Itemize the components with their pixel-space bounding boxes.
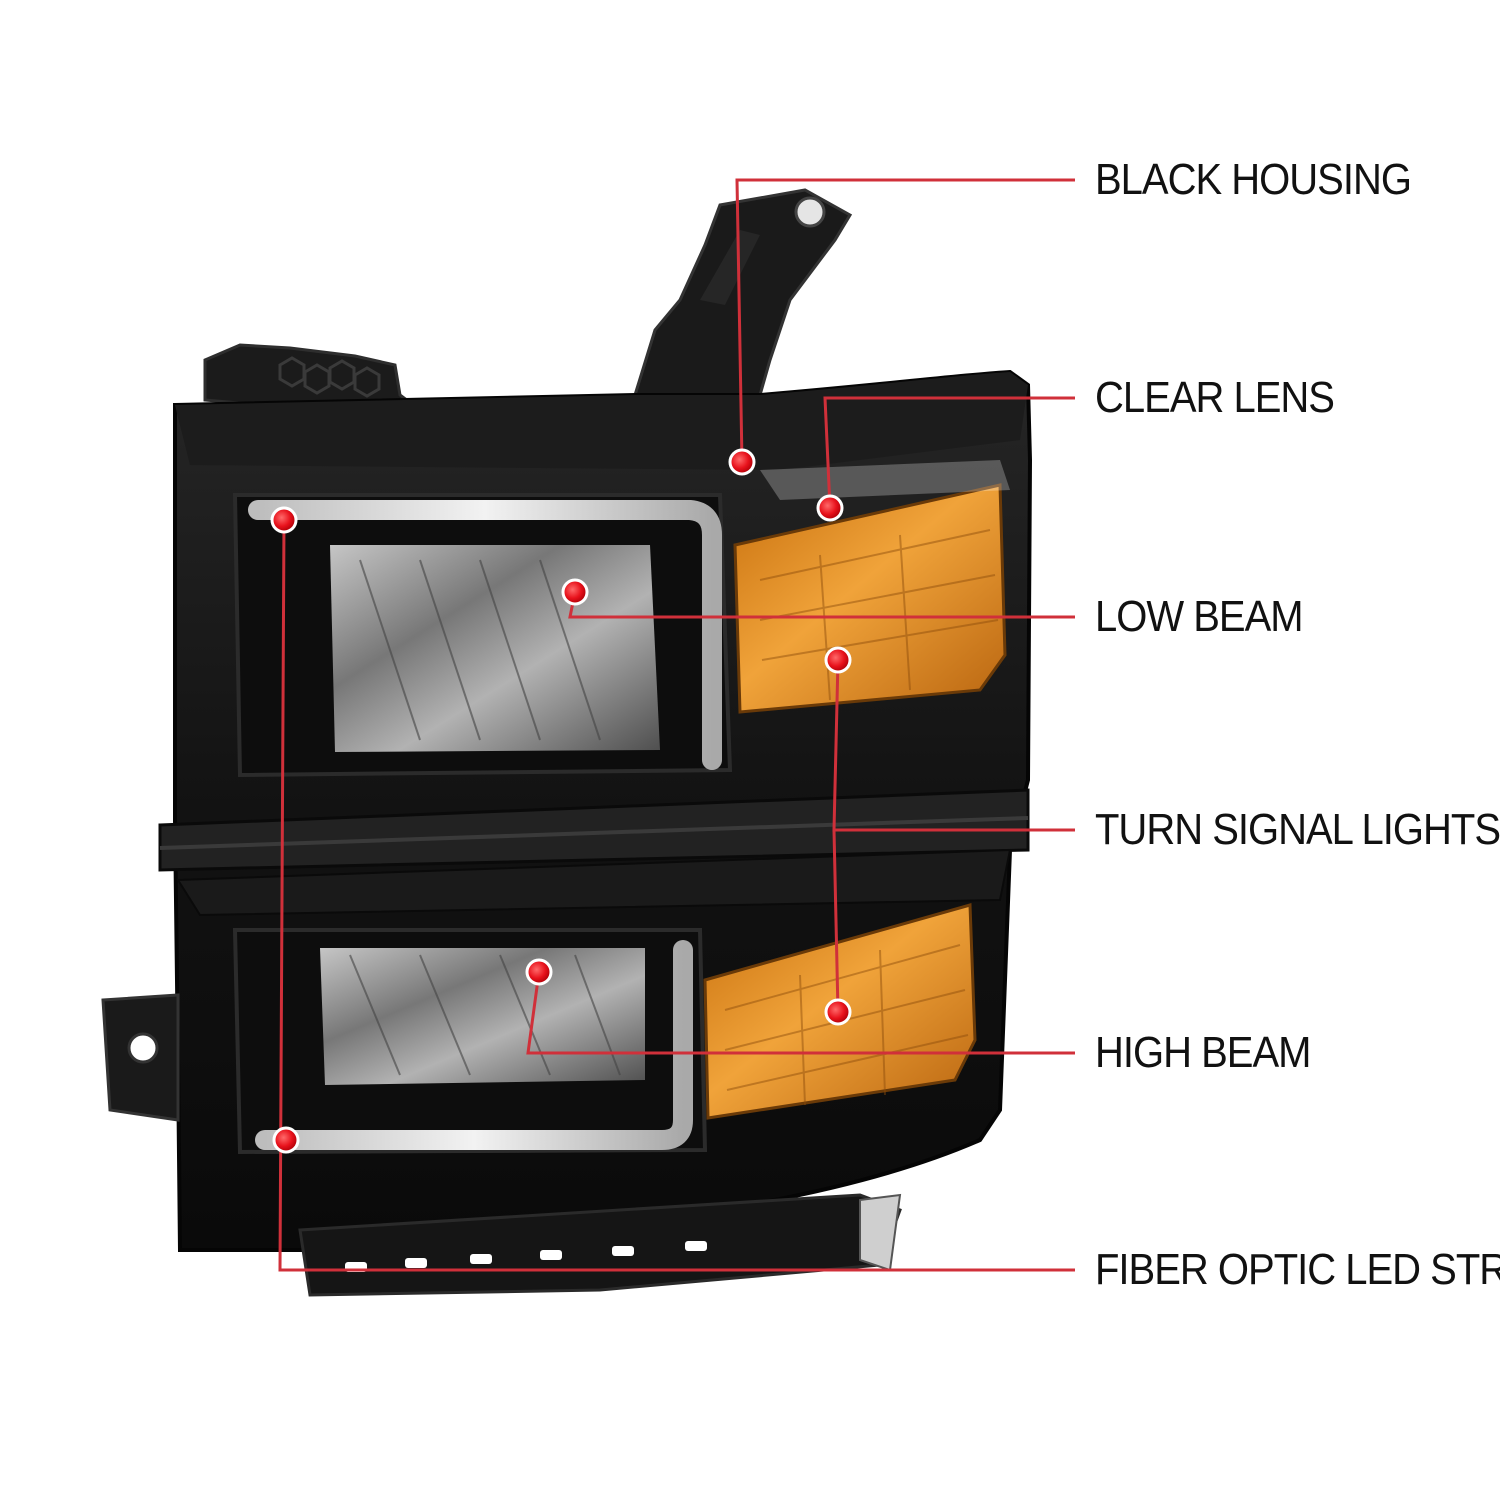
label-clear-lens: CLEAR LENS: [1095, 374, 1335, 422]
bracket-hole: [794, 196, 826, 228]
mounting-tab-hole: [127, 1032, 159, 1064]
dot-turn-signal-lower: [824, 998, 852, 1026]
dot-clear-lens: [816, 494, 844, 522]
center-divider: [158, 788, 1030, 872]
callout-leaders: [278, 178, 1075, 1272]
label-low-beam: LOW BEAM: [1095, 593, 1304, 641]
upper-amber-texture: [759, 529, 999, 701]
dot-turn-signal-upper: [824, 646, 852, 674]
low-beam-reflector: [330, 545, 660, 752]
headlight-assembly: [101, 188, 1033, 1297]
label-black-housing: BLACK HOUSING: [1095, 156, 1412, 204]
low-beam-reflector-facets: [359, 559, 601, 741]
upper-bezel: [175, 372, 1028, 470]
label-fiber-optic-led-strips: FIBER OPTIC LED STRIPS: [1095, 1246, 1500, 1294]
top-mounting-bracket: [632, 188, 853, 397]
leader-turn-signal-lower: [832, 829, 840, 1013]
high-beam-reflector-facets: [349, 954, 621, 1076]
bottom-clip: [859, 1193, 902, 1272]
dot-black-housing: [728, 448, 756, 476]
dot-led-strip-lower: [272, 1126, 300, 1154]
label-turn-signal-lights: TURN SIGNAL LIGHTS: [1095, 806, 1500, 854]
leader-led-strip-upper: [278, 519, 1075, 1272]
high-beam-reflector: [320, 948, 645, 1085]
clear-lens-overlay: [760, 460, 1010, 500]
callout-dots: [270, 448, 852, 1154]
dot-high-beam: [525, 958, 553, 986]
leader-black-housing: [735, 178, 1075, 463]
leader-clear-lens: [823, 396, 1075, 509]
dot-led-strip-upper: [270, 506, 298, 534]
label-high-beam: HIGH BEAM: [1095, 1029, 1311, 1077]
upper-amber-lens: [733, 483, 1007, 714]
lower-led-strip: [255, 940, 693, 1150]
divider-groove: [159, 816, 1029, 850]
upper-led-strip: [248, 500, 722, 770]
lower-bezel: [176, 848, 1012, 917]
leader-high-beam: [526, 971, 1075, 1055]
honeycomb-pattern: [278, 356, 381, 398]
bracket-rib: [700, 230, 760, 305]
dot-low-beam: [561, 578, 589, 606]
